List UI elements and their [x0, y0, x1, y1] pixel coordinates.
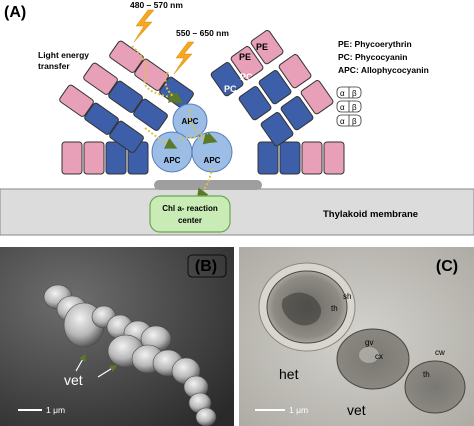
- vet-arrow-b-2: [97, 365, 118, 378]
- apc-label-top: APC: [182, 117, 199, 126]
- annotation-cx: cx: [375, 352, 383, 361]
- legend-apc: APC: Allophycocyanin: [338, 65, 429, 75]
- panel-a-label: (A): [4, 4, 26, 21]
- filament-cells: [43, 284, 217, 426]
- annotation-th-1: th: [331, 304, 338, 313]
- annotation-cw: cw: [435, 348, 445, 357]
- heterocyst-cell: [258, 262, 356, 352]
- rod-label-pc-2: PC: [224, 84, 237, 94]
- wavelength-red-label: 550 – 650 nm: [176, 28, 229, 38]
- light-transfer-label-line1: Light energy: [38, 50, 89, 60]
- linker-protein: [154, 180, 262, 190]
- alpha-label-1: α: [340, 89, 345, 98]
- scale-bar-b-label: 1 μm: [46, 405, 65, 415]
- rod-right-middle: [238, 54, 312, 121]
- rod-bottom-right: [257, 141, 345, 175]
- het-label: het: [279, 366, 299, 382]
- rod-right-upper: [210, 30, 284, 97]
- apc-core: [151, 103, 233, 173]
- apc-label-left: APC: [164, 156, 181, 165]
- scale-bar-c-label: 1 μm: [289, 405, 308, 415]
- legend-pe: PE: Phycoerythrin: [338, 39, 412, 49]
- rod-label-pc-3: PC: [240, 72, 253, 82]
- panel-c-annotations: sh th gv cx cw th: [331, 292, 445, 379]
- light-transfer-label-line2: transfer: [38, 61, 70, 71]
- reaction-center: [149, 195, 231, 233]
- rod-left-middle: [83, 62, 168, 131]
- thylakoid-membrane: [0, 188, 474, 236]
- apc-label-right: APC: [204, 156, 221, 165]
- vegetative-cell-2: [404, 360, 466, 414]
- rod-right-lower: [260, 80, 334, 147]
- reaction-center-label-line1: Chl a- reaction: [162, 204, 218, 213]
- reaction-center-label-line2: center: [178, 216, 202, 225]
- panel-c-tem-image: (C) sh th gv cx cw th het vet 1 μm: [239, 247, 474, 426]
- alpha-label-2: α: [340, 103, 345, 112]
- rod-label-pe-1: PE: [239, 52, 251, 62]
- vegetative-cell-1: [336, 328, 410, 390]
- legend-pc: PC: Phycocyanin: [338, 52, 407, 62]
- panel-b-label: (B): [195, 258, 217, 275]
- rod-bottom-left: [61, 141, 149, 175]
- annotation-th-2: th: [423, 370, 430, 379]
- thylakoid-membrane-label: Thylakoid membrane: [323, 209, 418, 220]
- vet-label-c: vet: [347, 402, 366, 418]
- annotation-sh: sh: [343, 292, 351, 301]
- beta-label-1: β: [352, 89, 357, 98]
- annotation-gv: gv: [365, 338, 373, 347]
- beta-label-3: β: [352, 117, 357, 126]
- rod-label-pc-1: PC: [208, 95, 221, 105]
- panel-b-label-box: [187, 254, 227, 278]
- alpha-label-3: α: [340, 117, 345, 126]
- energy-transfer-arrows: [131, 45, 218, 201]
- vet-arrow-b-1: [75, 353, 86, 372]
- vet-label-b: vet: [64, 372, 83, 388]
- alpha-beta-subunit-legend: [336, 86, 362, 127]
- rod-left-lower: [59, 84, 144, 153]
- panel-b-sem-image: (B) vet 1 μm: [0, 247, 234, 426]
- lightning-icon: [133, 9, 195, 75]
- beta-label-2: β: [352, 103, 357, 112]
- panel-a-phycobilisome-diagram: (A) Thylakoid membrane: [0, 0, 474, 236]
- rod-label-pe-2: PE: [256, 42, 268, 52]
- panel-c-label: (C): [436, 258, 458, 275]
- wavelength-blue-label: 480 – 570 nm: [130, 0, 183, 10]
